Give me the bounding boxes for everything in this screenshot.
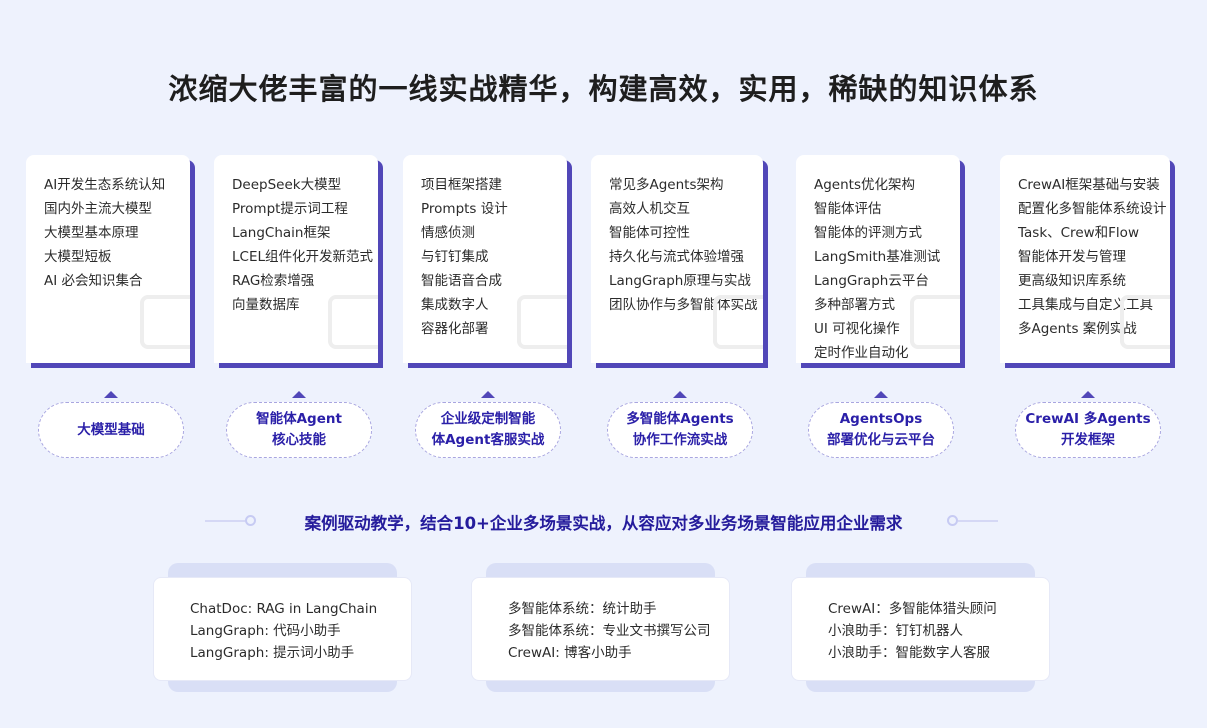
dot-right — [947, 515, 958, 526]
triangle-pointer-icon — [481, 391, 495, 398]
divider-right — [958, 520, 998, 522]
module-card: Agents优化架构智能体评估智能体的评测方式 LangSmith基准测试 Lang… — [796, 155, 960, 363]
module-label-line: 企业级定制智能 — [440, 411, 536, 427]
module-item: 国内外主流大模型 — [44, 201, 152, 217]
module-label-line: 智能体Agent — [256, 411, 342, 427]
module-item: 智能体的评测方式 — [814, 225, 922, 241]
module-card: DeepSeek大模型 Prompt提示词工程 LangChain框架 LCEL组件化… — [214, 155, 378, 363]
module-item: 配置化多智能体系统设计 — [1018, 201, 1167, 217]
module-item: 情感侦测 — [421, 225, 475, 241]
case-item: LangGraph: 提示词小助手 — [190, 645, 355, 661]
module-item: 定时作业自动化 — [814, 345, 909, 361]
module-label-pill: 大模型基础 — [38, 402, 184, 458]
module-label-line: 协作工作流实战 — [632, 432, 728, 448]
module-label-line: 部署优化与云平台 — [827, 432, 935, 448]
triangle-pointer-icon — [673, 391, 687, 398]
module-item: 容器化部署 — [421, 321, 489, 337]
decorative-icon — [328, 295, 378, 349]
decorative-icon — [517, 295, 567, 349]
module-item: LangChain框架 — [232, 225, 331, 241]
module-card: 常见多Agents架构高效人机交互智能体可控性持久化与流式体验增强 LangGra… — [591, 155, 763, 363]
module-item: UI 可视化操作 — [814, 321, 900, 337]
module-label-pill: 企业级定制智能体Agent客服实战 — [415, 402, 561, 458]
module-item: 常见多Agents架构 — [609, 177, 724, 193]
case-item: 小浪助手：钉钉机器人 — [828, 623, 963, 639]
module-item: AI 必会知识集合 — [44, 273, 143, 289]
module-item: DeepSeek大模型 — [232, 177, 342, 193]
module-item: LangGraph云平台 — [814, 273, 929, 289]
module-label-line: CrewAI 多Agents — [1025, 411, 1151, 427]
case-card: 多智能体系统：统计助手多智能体系统：专业文书撰写公司 CrewAI: 博客小助手 — [471, 577, 730, 681]
module-item: CrewAI框架基础与安装 — [1018, 177, 1160, 193]
module-card: AI开发生态系统认知国内外主流大模型大模型基本原理大模型短板 AI 必会知识集合 — [26, 155, 190, 363]
case-item: CrewAI：多智能体猎头顾问 — [828, 601, 997, 617]
module-item: 大模型基本原理 — [44, 225, 139, 241]
module-item: 多Agents 案例实战 — [1018, 321, 1137, 337]
module-item: Prompt提示词工程 — [232, 201, 348, 217]
case-item: ChatDoc: RAG in LangChain — [190, 601, 378, 617]
decorative-icon — [1120, 295, 1170, 349]
module-item: 智能体开发与管理 — [1018, 249, 1126, 265]
module-item: Task、Crew和Flow — [1018, 225, 1139, 241]
module-item: LangGraph原理与实战 — [609, 273, 751, 289]
divider-left — [205, 520, 245, 522]
module-label-line: 大模型基础 — [77, 421, 145, 438]
triangle-pointer-icon — [104, 391, 118, 398]
module-label-pill: CrewAI 多Agents 开发框架 — [1015, 402, 1161, 458]
case-item: 多智能体系统：统计助手 — [508, 601, 657, 617]
module-label-line: AgentsOps — [839, 411, 923, 427]
module-item: 与钉钉集成 — [421, 249, 489, 265]
subtitle: 案例驱动教学，结合10+企业多场景实战，从容应对多业务场景智能应用企业需求 — [304, 514, 903, 533]
decorative-icon — [713, 295, 763, 349]
case-item: CrewAI: 博客小助手 — [508, 645, 632, 661]
decorative-icon — [910, 295, 960, 349]
module-label-pill: 智能体Agent 核心技能 — [226, 402, 372, 458]
module-item: RAG检索增强 — [232, 273, 315, 289]
module-item: 持久化与流式体验增强 — [609, 249, 744, 265]
triangle-pointer-icon — [292, 391, 306, 398]
page-title: 浓缩大佬丰富的一线实战精华，构建高效，实用，稀缺的知识体系 — [168, 72, 1039, 106]
module-item: AI开发生态系统认知 — [44, 177, 166, 193]
module-item: 智能体可控性 — [609, 225, 690, 241]
module-item: LangSmith基准测试 — [814, 249, 941, 265]
case-card: CrewAI：多智能体猎头顾问小浪助手：钉钉机器人小浪助手：智能数字人客服 — [791, 577, 1050, 681]
module-item: 智能体评估 — [814, 201, 882, 217]
case-item: 多智能体系统：专业文书撰写公司 — [508, 623, 711, 639]
decorative-icon — [140, 295, 190, 349]
triangle-pointer-icon — [1081, 391, 1095, 398]
module-item: 大模型短板 — [44, 249, 112, 265]
module-item: 项目框架搭建 — [421, 177, 502, 193]
case-item: LangGraph: 代码小助手 — [190, 623, 341, 639]
module-card: 项目框架搭建 Prompts 设计情感侦测与钉钉集成智能语音合成集成数字人容器化部… — [403, 155, 567, 363]
module-label-line: 多智能体Agents — [626, 411, 734, 427]
module-label-line: 开发框架 — [1061, 432, 1115, 448]
module-item: 向量数据库 — [232, 297, 300, 313]
module-label-pill: AgentsOps 部署优化与云平台 — [808, 402, 954, 458]
case-item: 小浪助手：智能数字人客服 — [828, 645, 990, 661]
dot-left — [245, 515, 256, 526]
module-item: Prompts 设计 — [421, 201, 508, 217]
module-card: CrewAI框架基础与安装配置化多智能体系统设计 Task、Crew和Flow 智能… — [1000, 155, 1170, 363]
module-label-line: 核心技能 — [272, 432, 326, 448]
module-item: LCEL组件化开发新范式 — [232, 249, 373, 265]
module-item: 工具集成与自定义工具 — [1018, 297, 1153, 313]
module-label-line: 体Agent客服实战 — [431, 432, 545, 448]
module-item: 集成数字人 — [421, 297, 489, 313]
module-item: Agents优化架构 — [814, 177, 915, 193]
module-item: 高效人机交互 — [609, 201, 690, 217]
module-item: 多种部署方式 — [814, 297, 895, 313]
module-item: 智能语音合成 — [421, 273, 502, 289]
module-item: 更高级知识库系统 — [1018, 273, 1126, 289]
triangle-pointer-icon — [874, 391, 888, 398]
module-label-pill: 多智能体Agents 协作工作流实战 — [607, 402, 753, 458]
